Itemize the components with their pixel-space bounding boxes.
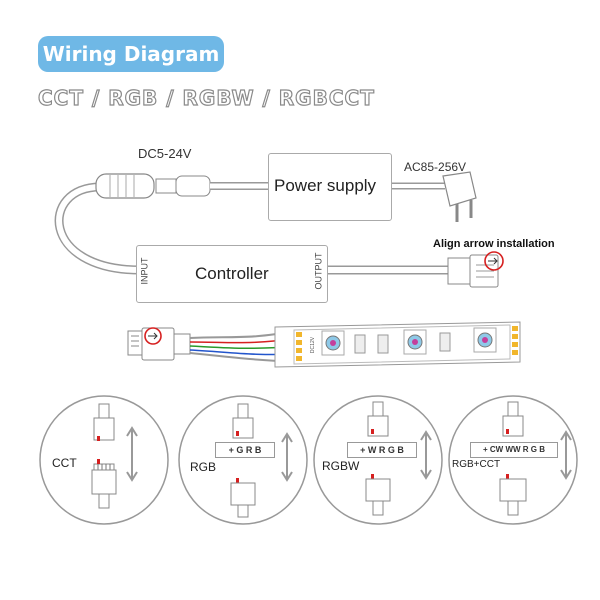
power-supply-box (268, 153, 392, 221)
circle-label-rgbw: RGBW (322, 459, 360, 473)
circle-rgbcct (448, 395, 578, 525)
output-connector (447, 251, 504, 288)
circle-label-rgb: RGB (190, 460, 217, 474)
circle-rgb (178, 395, 308, 525)
circle-label-rgbcct: RGB+CCT (452, 459, 501, 470)
dc-voltage-label: DC5-24V (138, 146, 192, 161)
controller-box (136, 245, 328, 303)
controller-label: Controller (195, 264, 269, 283)
ac-plug (390, 171, 477, 222)
strip-connector (127, 327, 191, 361)
diagram-title-badge: Wiring Diagram (38, 36, 224, 72)
diagram-subtitle: CCT / RGB / RGBW / RGBCCT (37, 85, 375, 110)
circle-rgbw (313, 395, 443, 525)
dc-female-jack (95, 173, 155, 199)
order-box-rgbcct: + CW WW R G B (470, 442, 558, 458)
controller-output-label: OUTPUT (313, 252, 324, 290)
controller-input-label: INPUT (139, 257, 150, 285)
led-strip (274, 321, 521, 368)
align-arrow-note: Align arrow installation (433, 238, 555, 250)
strip-voltage-label: DC12V (310, 336, 317, 354)
order-box-rgb: + G R B (215, 442, 275, 458)
circle-label-cct: CCT (52, 456, 77, 470)
circle-cct (39, 395, 169, 525)
power-supply-label: Power supply (274, 176, 377, 195)
order-box-rgbw: + W R G B (347, 442, 417, 458)
ac-voltage-label: AC85-256V (404, 160, 467, 174)
dc-male-plug (155, 175, 268, 197)
